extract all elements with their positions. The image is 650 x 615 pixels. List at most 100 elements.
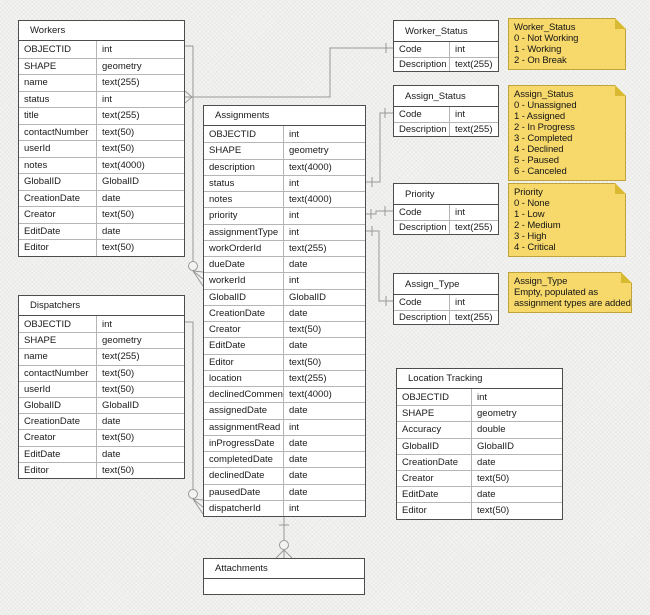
field-type: text(255) <box>449 57 498 71</box>
field-name: pausedDate <box>209 486 261 498</box>
table-row: CreationDate date <box>19 189 184 206</box>
table-attachments[interactable]: Attachments <box>203 558 365 595</box>
field-name: completedDate <box>209 454 273 466</box>
field-name: Creator <box>402 473 434 485</box>
table-header: Priority <box>394 184 498 205</box>
note-line: assignment types are added <box>514 298 631 309</box>
crow-foot-marker <box>192 498 204 515</box>
empty-row-cell <box>204 579 364 594</box>
field-name: SHAPE <box>24 60 57 72</box>
field-name: Code <box>399 206 422 218</box>
field-type: date <box>96 190 184 206</box>
field-name: assignmentRead <box>209 421 281 433</box>
field-name: Editor <box>24 242 49 254</box>
field-type: text(50) <box>96 381 184 397</box>
field-type: int <box>96 41 184 58</box>
field-type: double <box>471 422 562 438</box>
field-name: description <box>209 161 255 173</box>
field-type: int <box>449 107 498 122</box>
field-name: contactNumber <box>24 126 89 138</box>
table-title: Attachments <box>215 563 268 574</box>
field-type: GlobalID <box>471 438 562 454</box>
field-type: int <box>283 500 365 516</box>
field-name: EditDate <box>209 340 246 352</box>
field-type: date <box>471 487 562 503</box>
field-type: text(4000) <box>283 159 365 175</box>
note-fold-corner-icon <box>621 272 632 283</box>
field-type: date <box>283 468 365 484</box>
field-type: text(255) <box>449 310 498 324</box>
crow-foot-marker <box>192 498 204 508</box>
table-title: Dispatchers <box>30 300 81 311</box>
table-title: Location Tracking <box>408 373 483 384</box>
crow-foot-marker <box>275 549 285 559</box>
crow-foot-marker <box>192 270 204 273</box>
field-name: GlobalID <box>24 400 61 412</box>
field-type: text(4000) <box>96 157 184 173</box>
field-name: Editor <box>24 464 49 476</box>
field-type: text(255) <box>96 349 184 365</box>
note-line: 2 - On Break <box>514 55 567 66</box>
field-type: date <box>283 305 365 321</box>
field-name: workOrderId <box>209 242 262 254</box>
field-type: geometry <box>96 333 184 349</box>
field-name: contactNumber <box>24 367 89 379</box>
field-type: date <box>96 446 184 462</box>
field-name: Description <box>399 221 447 233</box>
field-name: dueDate <box>209 259 245 271</box>
table-header: Assignments <box>204 106 365 126</box>
crow-foot-marker <box>184 90 193 98</box>
field-type: text(255) <box>96 75 184 91</box>
field-name: status <box>24 93 50 105</box>
table-header: Assign_Type <box>394 274 498 295</box>
field-name: declinedDate <box>209 470 265 482</box>
table-header: Location Tracking <box>397 369 562 389</box>
crow-foot-marker <box>192 498 204 501</box>
field-type: GlobalID <box>283 289 365 305</box>
field-type: text(50) <box>283 354 365 370</box>
field-type: int <box>96 316 184 333</box>
field-type: date <box>96 223 184 239</box>
field-name: CreationDate <box>24 192 80 204</box>
connector-assignments-status-to-assign-status <box>366 112 393 183</box>
crow-foot-marker <box>192 270 204 280</box>
field-name: OBJECTID <box>24 318 71 330</box>
note-line: 0 - Not Working <box>514 33 579 44</box>
